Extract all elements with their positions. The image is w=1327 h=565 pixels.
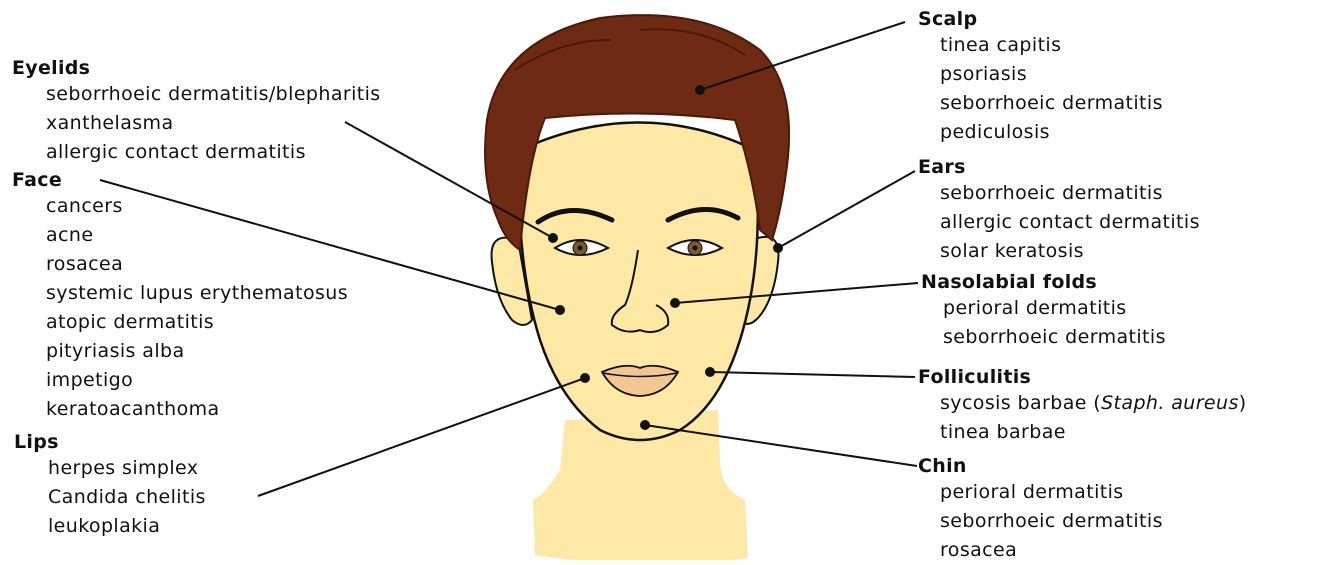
list-item: Candida chelitis [14,483,206,512]
list-item: seborrhoeic dermatitis [918,179,1200,208]
list-item: seborrhoeic dermatitis/blepharitis [12,80,381,109]
list-item: pediculosis [918,118,1163,147]
group-face: Face cancers acne rosacea systemic lupus… [12,168,348,424]
group-eyelids: Eyelids seborrhoeic dermatitis/blepharit… [12,56,381,167]
list-item: leukoplakia [14,512,206,541]
list-item: allergic contact dermatitis [918,208,1200,237]
list-item: tinea barbae [918,418,1247,447]
heading-lips: Lips [14,430,206,454]
heading-face: Face [12,168,348,192]
list-item: allergic contact dermatitis [12,138,381,167]
group-folliculitis: Folliculitis sycosis barbae (Staph. aure… [918,365,1247,447]
list-item: seborrhoeic dermatitis [918,507,1163,536]
item-text: sycosis barbae ( [940,392,1101,414]
group-nasolabial-folds: Nasolabial folds perioral dermatitis seb… [921,270,1166,352]
list-item: herpes simplex [14,454,206,483]
list-item: seborrhoeic dermatitis [918,89,1163,118]
line-ears [778,171,915,248]
list-item: atopic dermatitis [12,308,348,337]
list-item: acne [12,221,348,250]
list-item: rosacea [918,536,1163,565]
list-item: tinea capitis [918,31,1163,60]
list-item: keratoacanthoma [12,395,348,424]
heading-chin: Chin [918,454,1163,478]
list-item: seborrhoeic dermatitis [921,323,1166,352]
list-item: cancers [12,192,348,221]
line-folliculitis [710,372,915,377]
list-item: rosacea [12,250,348,279]
list-item: xanthelasma [12,109,381,138]
list-item: impetigo [12,366,348,395]
list-item: systemic lupus erythematosus [12,279,348,308]
group-scalp: Scalp tinea capitis psoriasis seborrhoei… [918,7,1163,147]
heading-nasolabial-folds: Nasolabial folds [921,270,1166,294]
group-ears: Ears seborrhoeic dermatitis allergic con… [918,155,1200,266]
group-chin: Chin perioral dermatitis seborrhoeic der… [918,454,1163,565]
group-lips: Lips herpes simplex Candida chelitis leu… [14,430,206,541]
heading-scalp: Scalp [918,7,1163,31]
list-item: perioral dermatitis [921,294,1166,323]
item-text: ) [1239,392,1247,414]
item-text-italic: Staph. aureus [1101,392,1239,414]
list-item: sycosis barbae (Staph. aureus) [918,389,1247,418]
heading-folliculitis: Folliculitis [918,365,1247,389]
heading-eyelids: Eyelids [12,56,381,80]
list-item: psoriasis [918,60,1163,89]
list-item: pityriasis alba [12,337,348,366]
heading-ears: Ears [918,155,1200,179]
list-item: perioral dermatitis [918,478,1163,507]
list-item: solar keratosis [918,237,1200,266]
